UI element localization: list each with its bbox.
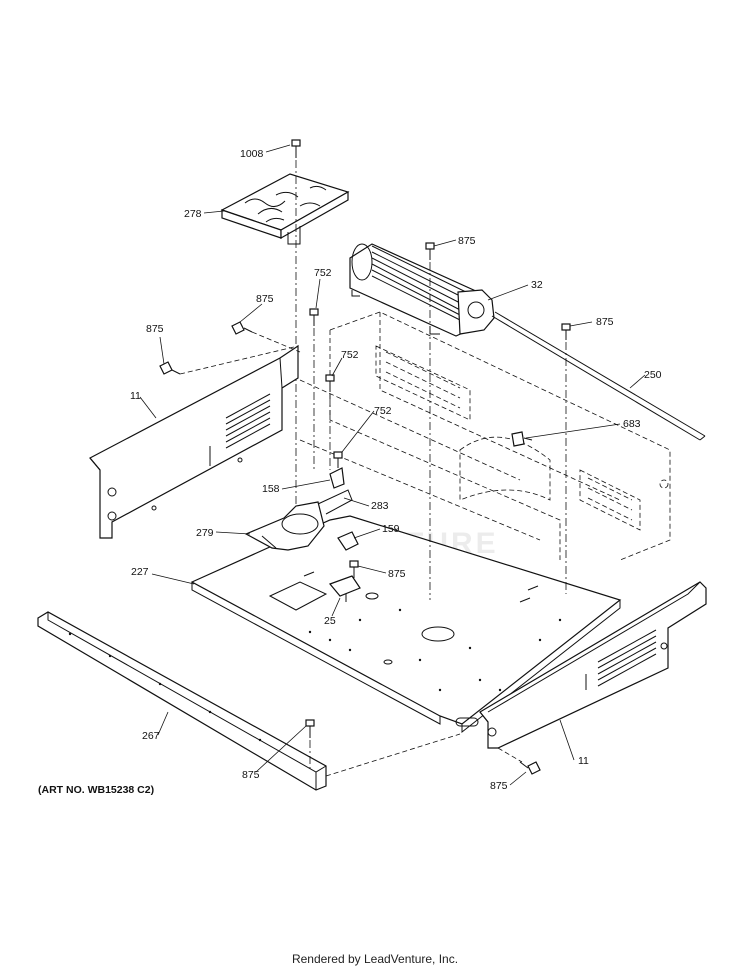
screw-875-right: [561, 323, 571, 340]
callout-278: 278: [184, 208, 202, 220]
callout-875-e: 875: [388, 568, 406, 580]
screw-875-front: [305, 719, 315, 738]
callout-250: 250: [644, 369, 662, 381]
screw-683: [511, 431, 533, 447]
callout-875-f: 875: [242, 769, 260, 781]
callout-875-d: 875: [596, 316, 614, 328]
art-number: (ART NO. WB15238 C2): [38, 784, 154, 796]
screw-1008: [291, 139, 301, 158]
callout-279: 279: [196, 527, 214, 539]
callout-875-g: 875: [490, 780, 508, 792]
callout-11-right: 11: [578, 755, 589, 767]
screw-875-bottom-right: [519, 761, 541, 775]
burner-assembly-279: [244, 489, 353, 551]
callout-752-a: 752: [314, 267, 332, 279]
callout-752-b: 752: [341, 349, 359, 361]
front-rail-267: [37, 611, 327, 791]
bracket-159: [337, 531, 359, 551]
callout-leaders: [139, 144, 646, 786]
screw-875-blower: [425, 242, 435, 260]
screw-875-tray: [349, 560, 359, 578]
footer-credit: Rendered by LeadVenture, Inc.: [291, 952, 459, 966]
screw-752-upper: [309, 308, 319, 326]
callout-267: 267: [142, 730, 160, 742]
screw-752-middle: [325, 374, 335, 392]
callout-32: 32: [531, 279, 543, 291]
bracket-25: [328, 575, 361, 602]
screw-875-upper-left: [231, 321, 253, 335]
cover-plate-278: [220, 173, 350, 245]
right-side-panel-11: [479, 581, 707, 749]
callout-875-a: 875: [256, 293, 274, 305]
callout-11-left: 11: [130, 390, 141, 402]
callout-875-c: 875: [146, 323, 164, 335]
callout-227: 227: [131, 566, 149, 578]
callout-683: 683: [623, 418, 641, 430]
left-side-panel-11: [89, 344, 299, 539]
callout-159: 159: [382, 523, 400, 535]
callout-158: 158: [262, 483, 280, 495]
bracket-158: [329, 467, 345, 489]
screw-875-left: [159, 361, 181, 375]
callout-1008: 1008: [240, 148, 264, 160]
callout-752-c: 752: [374, 405, 392, 417]
bottom-tray-227: [190, 515, 622, 734]
blower-assembly-32: [349, 243, 706, 441]
callout-875-b: 875: [458, 235, 476, 247]
screw-752-lower: [333, 451, 343, 468]
callout-25: 25: [324, 615, 336, 627]
callout-283: 283: [371, 500, 389, 512]
